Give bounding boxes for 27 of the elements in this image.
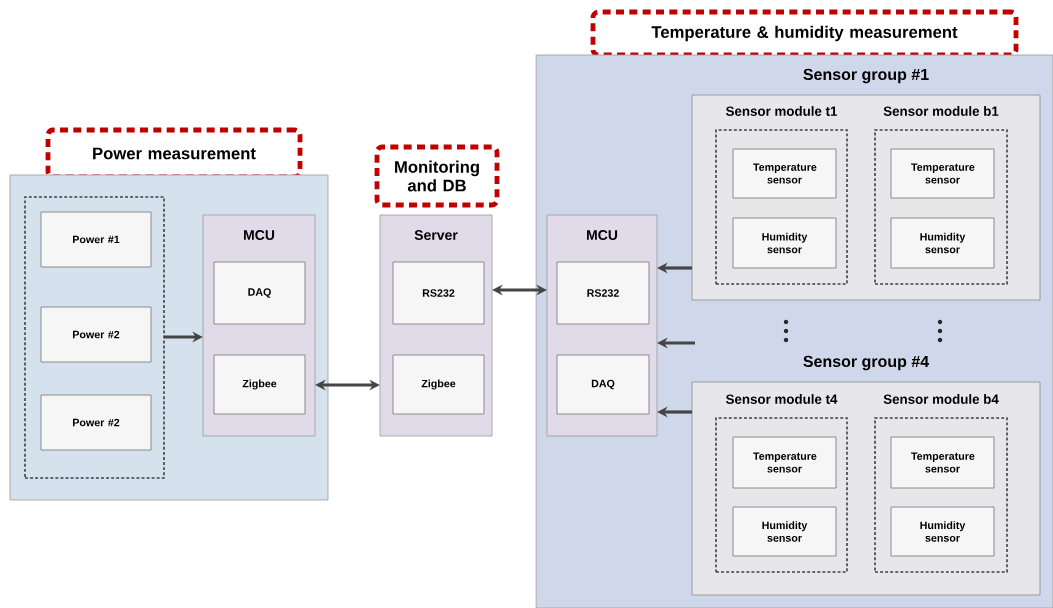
component-box: RS232 [392, 261, 485, 325]
component-box: Power #2 [40, 394, 152, 451]
component-box: DAQ [213, 261, 306, 325]
component-box: Temperature sensor [890, 148, 995, 199]
component-box: Temperature sensor [732, 436, 837, 489]
component-box: Humidity sensor [732, 506, 837, 557]
section-label-box: Temperature & humidity measurement [590, 9, 1019, 58]
component-box: RS232 [556, 261, 650, 325]
component-box: Temperature sensor [890, 436, 995, 489]
component-box: Zigbee [392, 354, 485, 415]
node-label: Sensor group #1 [803, 68, 929, 84]
node-label: Sensor module b1 [883, 106, 999, 116]
dashed-group-box [24, 196, 165, 479]
component-box: Temperature sensor [732, 148, 837, 199]
component-box: Humidity sensor [732, 217, 837, 269]
section-label-box: Power measurement [45, 127, 303, 180]
node-label: Sensor module t1 [725, 106, 838, 116]
component-box: Humidity sensor [890, 506, 995, 557]
component-box: Zigbee [213, 354, 306, 415]
component-box: DAQ [556, 354, 650, 415]
node-label: Sensor module b4 [883, 394, 999, 404]
component-box: Power #1 [40, 211, 152, 268]
section-label-box: Monitoring and DB [374, 144, 500, 208]
node-label: Sensor group #4 [803, 355, 930, 371]
node-label: Sensor module t4 [725, 394, 838, 404]
component-box: Power #2 [40, 306, 152, 363]
component-box: Humidity sensor [890, 217, 995, 269]
